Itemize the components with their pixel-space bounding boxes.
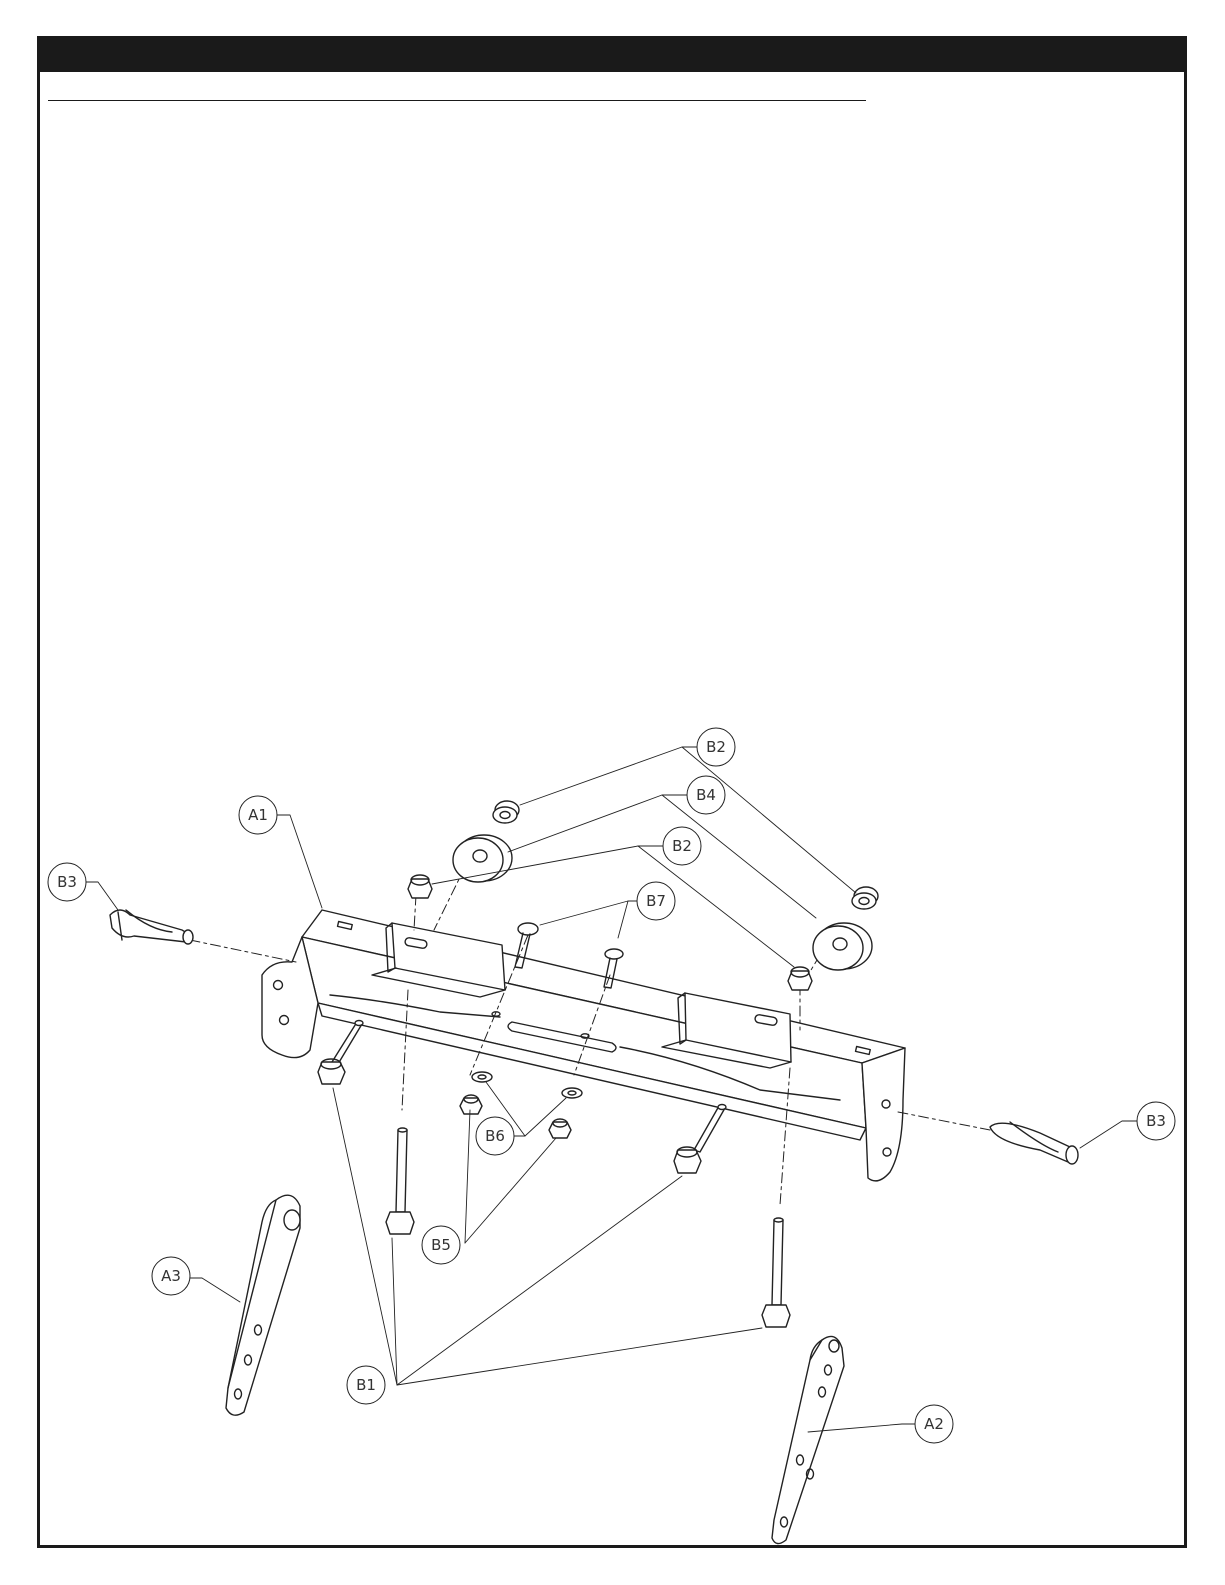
callout-b3-left: B3 bbox=[48, 863, 86, 901]
pin-b3-right bbox=[990, 1122, 1078, 1164]
nut-b5-right bbox=[549, 1119, 571, 1138]
callout-b7: B7 bbox=[637, 882, 675, 920]
svg-text:B4: B4 bbox=[696, 786, 716, 804]
svg-text:B7: B7 bbox=[646, 892, 666, 910]
svg-text:B3: B3 bbox=[1146, 1112, 1166, 1130]
svg-text:B2: B2 bbox=[706, 738, 726, 756]
washer-b6-right bbox=[562, 1088, 582, 1098]
svg-text:B3: B3 bbox=[57, 873, 77, 891]
bolt-b1-lower-left bbox=[386, 1128, 414, 1234]
plate-a2 bbox=[772, 1336, 844, 1543]
bolt-b1-upper-right bbox=[674, 1105, 726, 1174]
svg-text:B5: B5 bbox=[431, 1236, 451, 1254]
nut-b5-left bbox=[460, 1095, 482, 1114]
callout-b4: B4 bbox=[687, 776, 725, 814]
callout-b3-right: B3 bbox=[1137, 1102, 1175, 1140]
callout-b5: B5 bbox=[422, 1226, 460, 1264]
bolt-b1-lower-right bbox=[762, 1218, 790, 1327]
callout-a1: A1 bbox=[239, 796, 277, 834]
nut-b2-right bbox=[788, 967, 812, 990]
callout-a3: A3 bbox=[152, 1257, 190, 1295]
washer-b6-left bbox=[472, 1072, 492, 1082]
callout-b1: B1 bbox=[347, 1366, 385, 1404]
callout-b2-mid: B2 bbox=[663, 827, 701, 865]
svg-text:B1: B1 bbox=[356, 1376, 376, 1394]
main-bracket-a1 bbox=[262, 910, 905, 1181]
callout-a2: A2 bbox=[915, 1405, 953, 1443]
nut-b2-left bbox=[408, 875, 432, 898]
pin-b3-left bbox=[110, 910, 193, 944]
nut-b2-top-left bbox=[493, 801, 519, 823]
washer-b4-right bbox=[813, 923, 872, 970]
svg-text:B2: B2 bbox=[672, 837, 692, 855]
svg-text:A3: A3 bbox=[161, 1267, 181, 1285]
plate-a3 bbox=[226, 1195, 300, 1415]
callout-b6: B6 bbox=[476, 1117, 514, 1155]
svg-text:A1: A1 bbox=[248, 806, 268, 824]
callout-b2-top: B2 bbox=[697, 728, 735, 766]
svg-text:A2: A2 bbox=[924, 1415, 944, 1433]
svg-text:B6: B6 bbox=[485, 1127, 505, 1145]
bolt-b1-upper-left bbox=[318, 1021, 363, 1085]
nut-b2-top-right bbox=[852, 887, 878, 909]
